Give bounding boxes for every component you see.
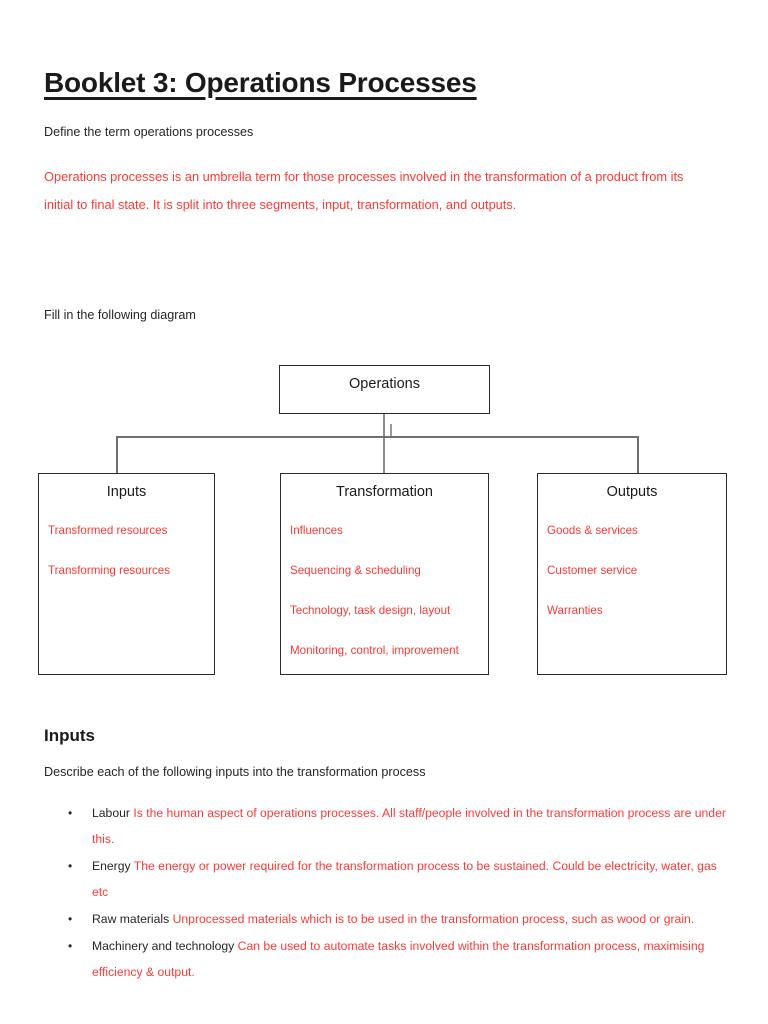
diagram-item: Customer service <box>547 564 638 578</box>
diagram-node-outputs-items: Goods & services Customer service Warran… <box>538 523 726 619</box>
section-heading-inputs: Inputs <box>44 726 95 746</box>
diagram-item: Sequencing & scheduling <box>290 564 421 578</box>
diagram-item: Warranties <box>547 604 603 618</box>
bullet-description: Is the human aspect of operations proces… <box>92 806 726 846</box>
diagram-item: Technology, task design, layout <box>290 604 451 618</box>
diagram-node-transformation-title: Transformation <box>336 484 433 500</box>
bullet-icon: • <box>68 859 73 873</box>
inputs-prompt-label: Describe each of the following inputs in… <box>44 765 426 779</box>
diagram-node-transformation-items: Influences Sequencing & scheduling Techn… <box>281 523 488 659</box>
diagram-item: Transforming resources <box>48 564 170 578</box>
bullet-term: Machinery and technology <box>92 939 238 953</box>
diagram-node-outputs[interactable]: Outputs Goods & services Customer servic… <box>537 473 727 675</box>
diagram-node-inputs-title: Inputs <box>106 484 147 500</box>
bullet-term: Raw materials <box>92 912 173 926</box>
diagram-item: Goods & services <box>547 524 638 538</box>
bullet-description: Unprocessed materials which is to be use… <box>172 912 695 926</box>
bullet-description: Can be used to automate tasks involved w… <box>92 939 705 979</box>
bullet-icon: • <box>68 806 73 820</box>
define-answer-text: Operations processes is an umbrella term… <box>44 169 684 212</box>
bullet-term: Energy <box>92 859 134 873</box>
diagram-prompt-label: Fill in the following diagram <box>44 308 196 322</box>
list-item: • Labour Is the human aspect of operation… <box>62 800 727 852</box>
bullet-icon: • <box>68 939 73 953</box>
diagram-node-operations[interactable]: Operations <box>279 365 490 414</box>
diagram-node-operations-title: Operations <box>349 376 420 392</box>
bullet-icon: • <box>68 912 73 926</box>
diagram-node-inputs[interactable]: Inputs Transformed resources Transformin… <box>38 473 215 675</box>
list-item: • Machinery and technology Can be used to… <box>62 933 727 985</box>
diagram-node-outputs-title: Outputs <box>606 484 658 500</box>
connector-horizontal-rail <box>116 436 639 438</box>
connector-trunk-vertical <box>383 414 385 473</box>
diagram-node-transformation[interactable]: Transformation Influences Sequencing & s… <box>280 473 489 675</box>
connector-branch-right <box>637 436 639 474</box>
diagram-item: Transformed resources <box>48 524 168 538</box>
diagram-item: Monitoring, control, improvement <box>290 644 459 658</box>
bullet-term: Labour <box>92 806 134 820</box>
define-prompt-label: Define the term operations processes <box>44 125 254 139</box>
diagram-node-inputs-items: Transformed resources Transforming resou… <box>39 523 214 579</box>
diagram-item: Influences <box>290 524 343 538</box>
connector-trunk-stub <box>390 424 392 436</box>
list-item: • Raw materials Unprocessed materials whi… <box>62 906 727 932</box>
inputs-bullet-list: • Labour Is the human aspect of operation… <box>62 800 727 986</box>
bullet-description: The energy or power required for the tra… <box>92 859 717 899</box>
list-item: • Energy The energy or power required for… <box>62 853 727 905</box>
page-title: Booklet 3: Operations Processes <box>44 66 477 98</box>
connector-branch-left <box>116 436 118 474</box>
